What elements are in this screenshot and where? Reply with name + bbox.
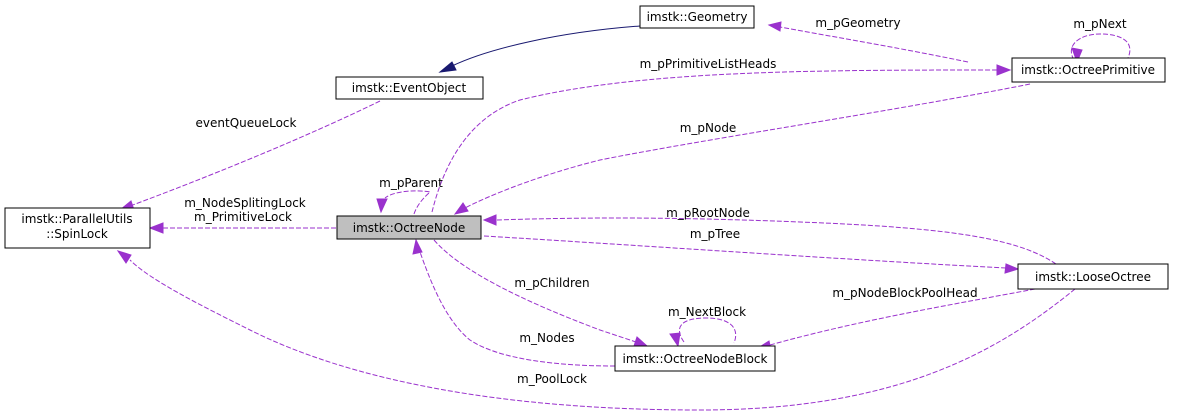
arrowhead	[633, 336, 649, 347]
node-loose-octree[interactable]: imstk::LooseOctree	[1017, 263, 1169, 290]
edge-locks	[148, 222, 336, 234]
node-label-octree-node-block: imstk::OctreeNodeBlock	[623, 352, 768, 366]
arrowhead	[669, 332, 681, 348]
arrowhead	[453, 202, 469, 215]
edge-m-pgeometry	[767, 21, 969, 63]
edge-label-m-nodesplitinglock: m_NodeSplitingLock	[184, 196, 306, 210]
edge-m-ptree	[483, 235, 1020, 274]
node-event-object[interactable]: imstk::EventObject	[335, 76, 484, 100]
node-label-spin-lock-line2: ::SpinLock	[46, 227, 108, 241]
edge-inheritance-geometry-eventobject	[438, 25, 641, 73]
node-octree-primitive[interactable]: imstk::OctreePrimitive	[1011, 57, 1166, 83]
node-spin-lock[interactable]: imstk::ParallelUtils ::SpinLock	[4, 207, 151, 249]
edge-label-m-primitivelock: m_PrimitiveLock	[194, 210, 292, 224]
arrowhead	[767, 21, 782, 32]
edge-m-pnode	[453, 83, 1031, 215]
node-octree-node-block[interactable]: imstk::OctreeNodeBlock	[614, 345, 776, 372]
edge-m-nodes	[412, 238, 616, 367]
arrowhead	[376, 198, 388, 214]
edge-m-nextblock	[669, 317, 737, 348]
edge-m-pnext	[1070, 33, 1131, 64]
edge-label-m-nextblock: m_NextBlock	[668, 305, 746, 319]
edge-label-m-pparent: m_pParent	[379, 176, 443, 190]
edge-label-m-pchildren: m_pChildren	[514, 276, 589, 290]
node-label-event-object: imstk::EventObject	[352, 81, 467, 95]
edge-label-m-ptree: m_pTree	[690, 227, 740, 241]
edge-label-m-poollock: m_PoolLock	[517, 372, 587, 386]
node-label-loose-octree: imstk::LooseOctree	[1035, 270, 1151, 284]
arrowhead	[996, 64, 1012, 76]
node-label-octree-primitive: imstk::OctreePrimitive	[1021, 63, 1155, 77]
node-octree-node[interactable]: imstk::OctreeNode	[336, 215, 482, 240]
edge-label-m-prootnode: m_pRootNode	[666, 206, 750, 220]
edge-label-m-pnodeblockpoolhead: m_pNodeBlockPoolHead	[832, 286, 977, 300]
edge-label-m-pprimitivelistheads: m_pPrimitiveListHeads	[640, 57, 777, 71]
arrowhead	[1004, 263, 1020, 274]
arrowhead	[116, 250, 132, 264]
edge-label-eventqueuelock: eventQueueLock	[196, 116, 297, 130]
edge-m-pchildren	[433, 239, 649, 347]
arrowhead	[412, 238, 423, 255]
edge-m-pprimitivelistheads	[431, 64, 1012, 213]
node-geometry[interactable]: imstk::Geometry	[639, 5, 755, 29]
edge-label-m-pgeometry: m_pGeometry	[815, 16, 900, 30]
node-label-octree-node: imstk::OctreeNode	[353, 221, 466, 235]
arrowhead	[482, 214, 497, 226]
edge-label-m-nodes: m_Nodes	[519, 331, 574, 345]
node-label-spin-lock-line1: imstk::ParallelUtils	[21, 212, 132, 226]
edge-m-prootnode	[482, 214, 1057, 265]
inheritance-arrowhead	[438, 61, 457, 73]
arrowhead	[148, 222, 164, 234]
edge-label-m-pnode: m_pNode	[680, 121, 737, 135]
edge-label-m-pnext: m_pNext	[1073, 17, 1127, 31]
arrowhead	[1071, 47, 1083, 64]
node-label-geometry: imstk::Geometry	[647, 10, 748, 24]
edge-m-poollock	[116, 250, 1076, 411]
edge-m-pparent	[376, 190, 432, 215]
